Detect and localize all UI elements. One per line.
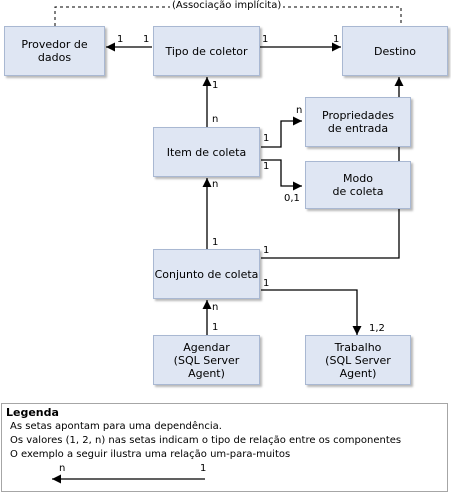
mult-ci-ip-target: n (296, 105, 303, 116)
legend-title: Legenda (6, 406, 59, 419)
legend-box: Legenda As setas apontam para uma depend… (1, 403, 448, 492)
node-collection-set: Conjunto de coleta (153, 249, 260, 299)
node-input-properties: Propriedades de entrada (305, 97, 411, 147)
node-data-provider: Provedor de dados (4, 26, 105, 76)
mult-ct-dest-source: 1 (262, 34, 269, 45)
node-collection-mode: Modo de coleta (305, 161, 411, 209)
mult-cs-job-target: 1,2 (369, 323, 385, 334)
node-collector-type: Tipo de coletor (153, 26, 260, 76)
mult-ci-ct-source: n (212, 114, 219, 125)
legend-line-3: O exemplo a seguir ilustra uma relação u… (10, 449, 291, 460)
mult-cs-ci-source: 1 (212, 237, 219, 248)
node-job: Trabalho (SQL Server Agent) (305, 335, 411, 385)
mult-cs-dest-source: 1 (263, 245, 270, 256)
node-schedule: Agendar (SQL Server Agent) (153, 335, 260, 385)
mult-cs-job-source: 1 (263, 278, 270, 289)
mult-ct-dp-target: 1 (117, 34, 124, 45)
mult-ct-dest-target: 1 (333, 34, 340, 45)
arrow-ci-to-ip (261, 116, 302, 148)
mult-sch-cs-source: 1 (212, 322, 219, 333)
legend-example-target: n (59, 463, 66, 474)
mult-ci-cm-target: 0,1 (284, 193, 300, 204)
implicit-association-label: (Associação implícita) (170, 0, 284, 11)
mult-sch-cs-target: n (212, 302, 219, 313)
mult-ci-ip-source: 1 (263, 133, 270, 144)
mult-cs-ci-target: n (212, 179, 219, 190)
mult-ci-ct-target: 1 (212, 80, 219, 91)
arrow-ci-to-cm (261, 159, 302, 191)
node-collection-item: Item de coleta (153, 127, 260, 177)
arrow-cs-to-job (261, 289, 362, 335)
legend-line-2: Os valores (1, 2, n) nas setas indicam o… (10, 435, 402, 446)
legend-line-1: As setas apontam para uma dependência. (10, 421, 222, 432)
legend-example-source: 1 (200, 463, 207, 474)
mult-ct-dp-source: 1 (143, 34, 150, 45)
node-destination: Destino (342, 26, 448, 76)
mult-ci-cm-source: 1 (263, 161, 270, 172)
